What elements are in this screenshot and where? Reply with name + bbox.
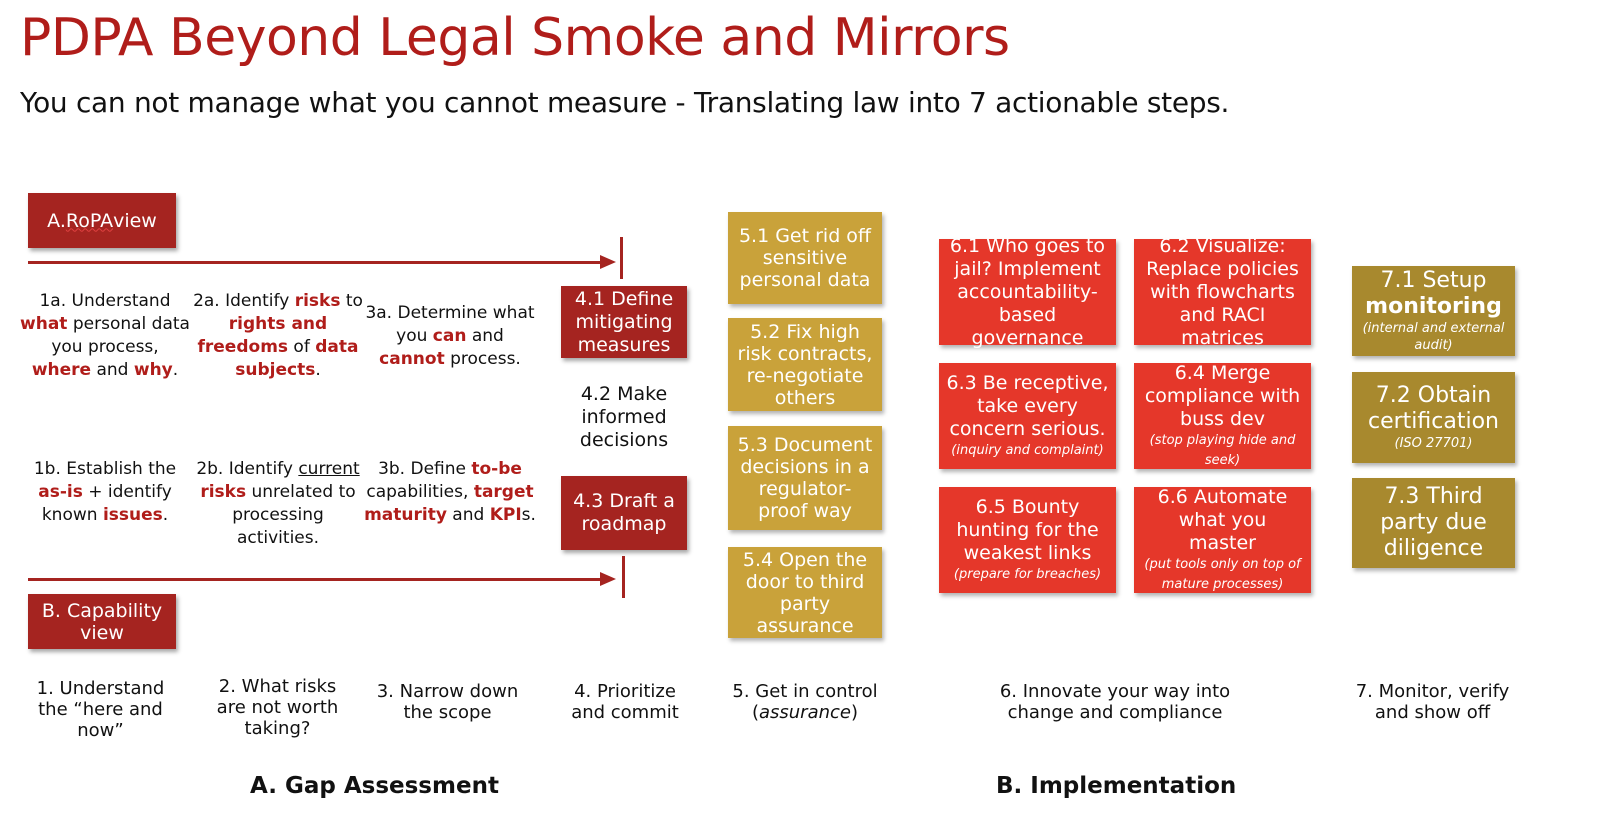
gold-box-5-3: 5.3 Document decisions in a regulator-pr… (728, 426, 882, 530)
step-1b-text: 1b. Establish the as-is + identify known… (33, 459, 177, 525)
step-7-label: 7. Monitor, verify and show off (1355, 681, 1510, 723)
step-2b-text: 2b. Identify current risks unrelated to … (196, 459, 360, 548)
ropa-arrow (28, 255, 616, 269)
monitor-box-7-3: 7.3 Third party due diligence (1352, 478, 1515, 568)
monitor-box-7-2: 7.2 Obtain certification (ISO 27701) (1352, 372, 1515, 463)
ropa-suffix: view (113, 209, 157, 232)
step-4-label: 4. Prioritize and commit (571, 681, 679, 723)
gap-assessment-heading: A. Gap Assessment (250, 773, 499, 799)
ropa-prefix: A. (47, 209, 66, 232)
step-3-label: 3. Narrow down the scope (376, 681, 519, 723)
page-subtitle: You can not manage what you cannot measu… (20, 86, 1230, 119)
capability-arrow (28, 572, 616, 586)
step-3b-text: 3b. Define to-be capabilities, target ma… (364, 459, 536, 525)
page-title: PDPA Beyond Legal Smoke and Mirrors (20, 8, 1010, 68)
step-1-label: 1. Understand the “here and now” (36, 678, 165, 741)
step-2-label: 2. What risks are not worth taking? (216, 676, 339, 739)
step-5-label: 5. Get in control (assurance) (732, 681, 878, 723)
ropa-view-label: A. RoPA view (28, 193, 176, 248)
red-box-6-1: 6.1 Who goes to jail? Implement accounta… (939, 235, 1116, 349)
red-box-6-3: 6.3 Be receptive, take every concern ser… (939, 363, 1116, 469)
implementation-heading: B. Implementation (996, 773, 1237, 799)
gold-box-5-4: 5.4 Open the door to third party assuran… (728, 547, 882, 638)
gold-box-5-1: 5.1 Get rid off sensitive personal data (728, 212, 882, 304)
step-3a-text: 3a. Determine what you can and cannot pr… (365, 303, 535, 369)
ropa-arrow-endline (620, 237, 623, 279)
red-box-6-6: 6.6 Automate what you master (put tools … (1134, 486, 1311, 593)
make-informed-decisions-text: 4.2 Make informed decisions (579, 383, 669, 451)
draft-roadmap-box: 4.3 Draft a roadmap (561, 476, 687, 550)
red-box-6-5: 6.5 Bounty hunting for the weakest links… (939, 487, 1116, 593)
capability-arrow-endline (622, 556, 625, 598)
monitor-box-7-1: 7.1 Setup monitoring (internal and exter… (1352, 266, 1515, 356)
gold-box-5-2: 5.2 Fix high risk contracts, re-negotiat… (728, 318, 882, 411)
step-6-label: 6. Innovate your way into change and com… (999, 681, 1231, 723)
step-2a-text: 2a. Identify risks to rights and freedom… (193, 291, 363, 380)
ropa-word: RoPA (65, 209, 114, 232)
capability-view-label: B. Capability view (28, 594, 176, 649)
define-mitigating-measures-box: 4.1 Define mitigating measures (561, 286, 687, 358)
red-box-6-4: 6.4 Merge compliance with buss dev (stop… (1134, 362, 1311, 469)
red-box-6-2: 6.2 Visualize: Replace policies with flo… (1134, 235, 1311, 349)
step-1a-text: 1a. Understand what personal data you pr… (20, 291, 190, 380)
